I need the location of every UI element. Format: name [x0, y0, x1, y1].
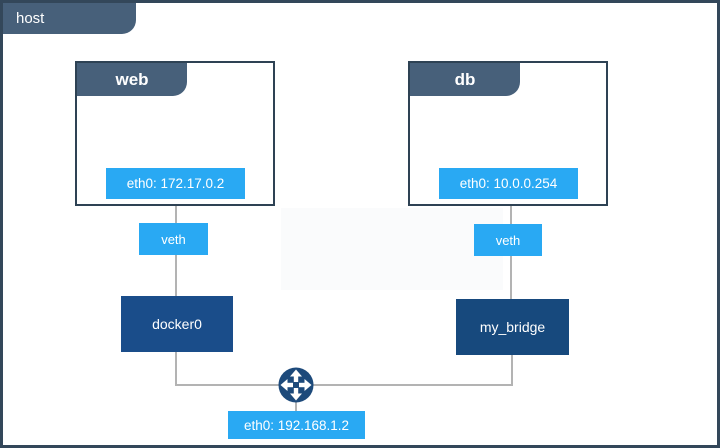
connector-web-to-veth — [175, 206, 177, 224]
connector-router-to-host-eth — [295, 400, 297, 411]
container-db-tab: db — [410, 63, 520, 96]
db-eth0-label: eth0: 10.0.0.254 — [459, 176, 558, 191]
db-eth0-box: eth0: 10.0.0.254 — [439, 168, 578, 199]
container-web-label: web — [115, 69, 149, 89]
host-label-tab: host — [3, 3, 136, 34]
router-icon — [274, 363, 318, 407]
background-smudge — [281, 208, 503, 290]
container-db-label: db — [454, 69, 476, 89]
host-eth0-box: eth0: 192.168.1.2 — [228, 411, 365, 439]
web-eth0-box: eth0: 172.17.0.2 — [106, 168, 245, 199]
connector-veth-to-docker0 — [175, 255, 177, 296]
connector-veth-to-my-bridge — [510, 256, 512, 299]
connector-docker0-down — [175, 352, 177, 386]
docker0-bridge-label: docker0 — [152, 316, 202, 332]
my-bridge-box: my_bridge — [456, 299, 569, 355]
veth-right-label: veth — [495, 232, 521, 248]
container-web-tab: web — [77, 63, 187, 96]
docker0-bridge-box: docker0 — [121, 296, 233, 352]
veth-left-box: veth — [139, 223, 208, 255]
connector-horizontal-bus — [175, 384, 513, 386]
veth-right-box: veth — [474, 224, 542, 256]
connector-db-to-veth — [510, 206, 512, 224]
crossroads-arrows-icon — [278, 367, 314, 403]
host-eth0-label: eth0: 192.168.1.2 — [243, 417, 350, 433]
veth-left-label: veth — [161, 231, 186, 247]
web-eth0-label: eth0: 172.17.0.2 — [126, 176, 225, 191]
my-bridge-label: my_bridge — [479, 319, 546, 335]
connector-my-bridge-down — [511, 355, 513, 386]
host-label: host — [16, 10, 45, 27]
